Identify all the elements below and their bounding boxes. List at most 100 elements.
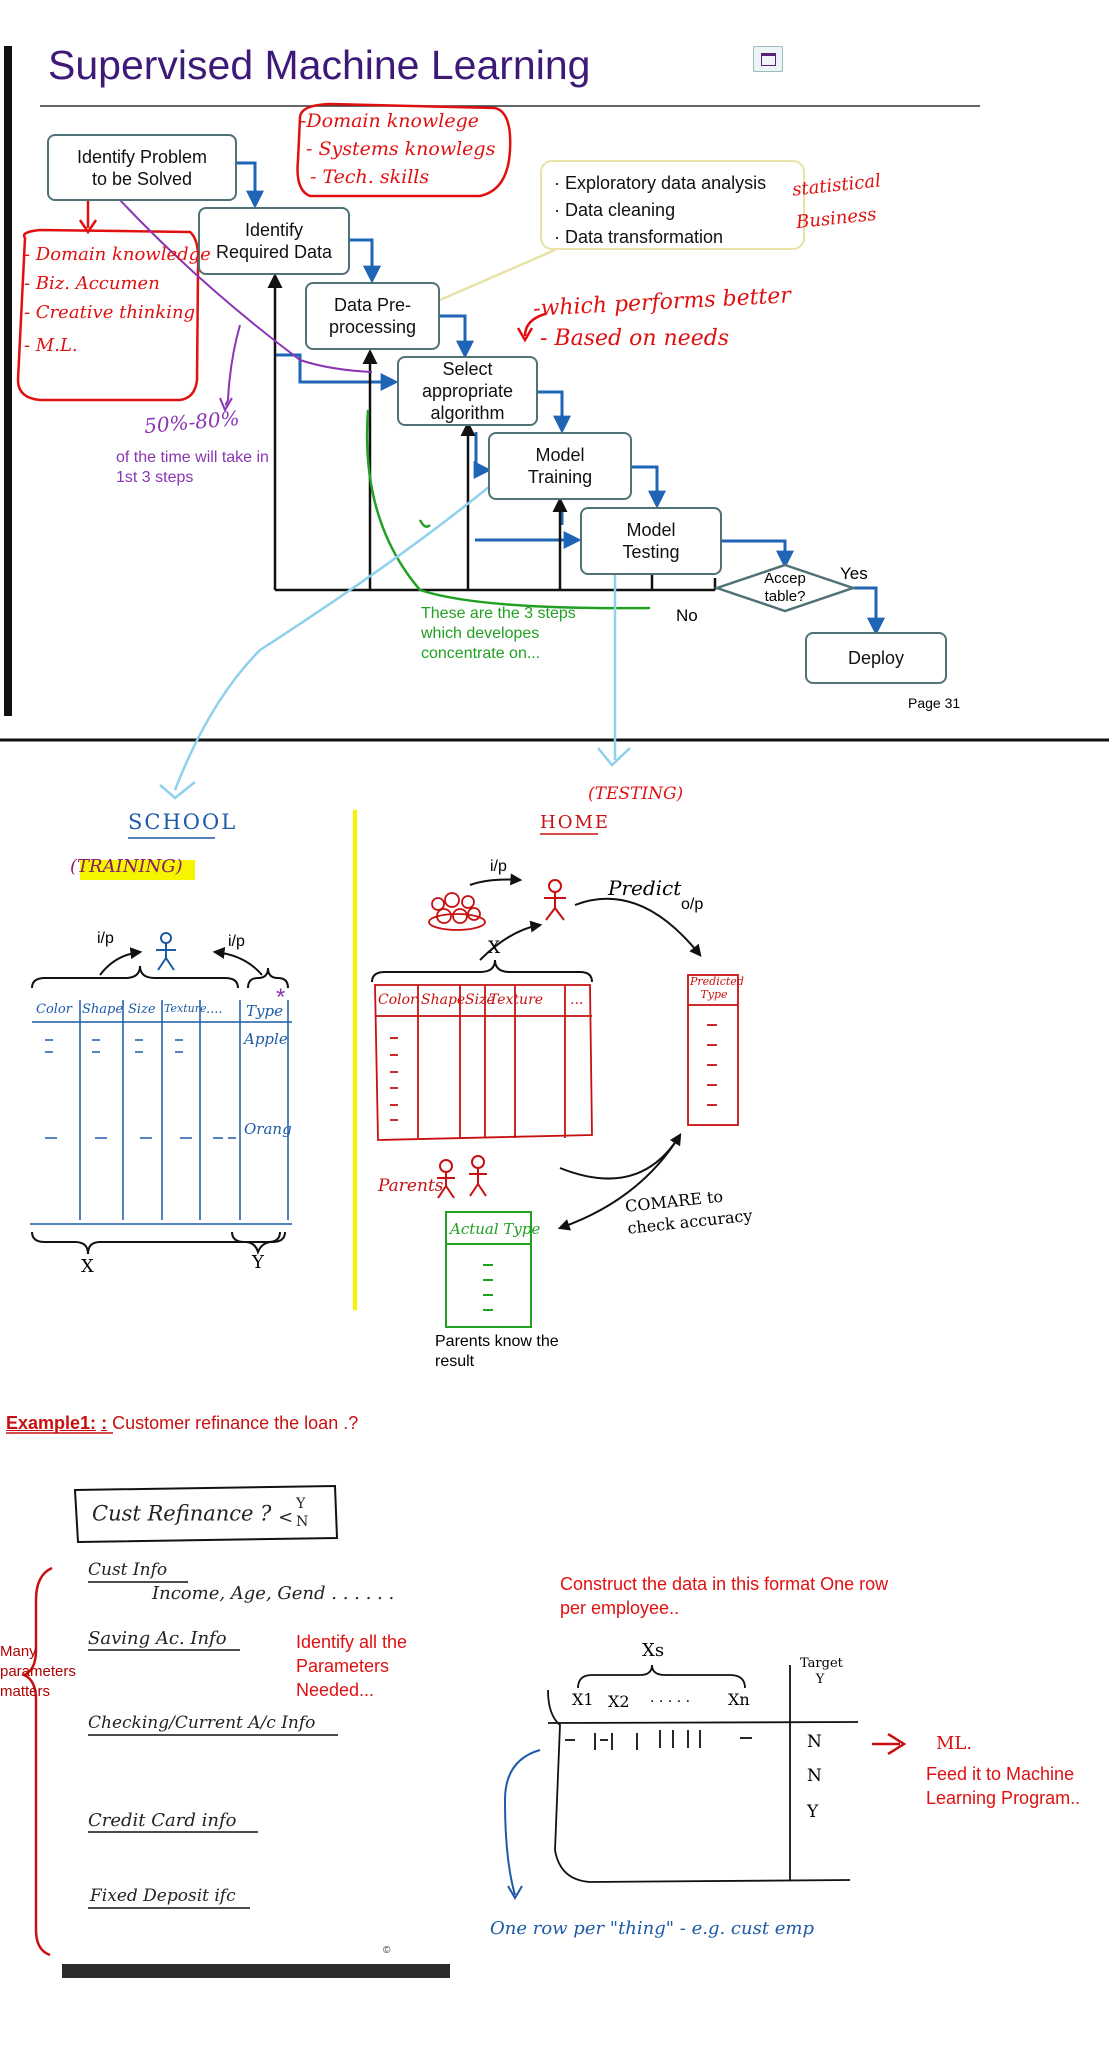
school-x-label: X (81, 1256, 94, 1277)
target-label: Target Y (800, 1656, 843, 1687)
algorithm-note-2: - Based on needs (540, 326, 730, 351)
callout-bullet: · Data transformation (554, 227, 724, 247)
construct-note: Construct the data in this format One ro… (560, 1574, 889, 1618)
school-title: SCHOOL (128, 810, 238, 834)
school-table-dashes (45, 1039, 236, 1139)
school-y-label: Y (252, 1252, 264, 1273)
purple-annotations (119, 199, 373, 413)
callout-connector (439, 248, 556, 302)
training-highlight (80, 860, 195, 880)
step-model-training[interactable]: Model Training (488, 432, 632, 500)
home-ip: i/p (490, 858, 507, 875)
callout-bullet: · Data cleaning (554, 200, 676, 220)
param-credit: Credit Card info (88, 1810, 237, 1831)
testing-tag: (TESTING) (588, 784, 684, 804)
school-ip-right: i/p (228, 933, 245, 950)
option-yes: Y (296, 1496, 306, 1512)
school-type-orange: Orang (244, 1120, 292, 1138)
slide-left-bar (4, 46, 12, 716)
home-col-size: Size (465, 992, 495, 1008)
param-underlines (88, 1581, 338, 1909)
example-label: Example1: (6, 1413, 97, 1433)
param-cust-details: Income, Age, Gend . . . . . . (152, 1583, 395, 1604)
parents-label: Parents (378, 1176, 444, 1196)
data-skill-1: -Domain knowlege (300, 110, 479, 132)
home-col-texture: Texture (489, 992, 544, 1008)
example-line: Example1: : Customer refinance the loan … (6, 1413, 358, 1434)
parents-note: Parents know the result (435, 1333, 559, 1370)
time-note: of the time will take in 1st 3 steps (116, 449, 269, 486)
example-question: Customer refinance the loan .? (112, 1413, 359, 1433)
data-skill-2: - Systems knowlegs (306, 138, 496, 160)
option-no: N (296, 1514, 309, 1530)
training-tag: (TRAINING) (70, 856, 183, 877)
decision-diamond (713, 563, 857, 613)
school-col-size: Size (128, 1002, 156, 1017)
ml-label: ML. (936, 1733, 973, 1754)
predicted-type-header: Predicted Type (690, 975, 744, 1001)
actual-type-table (445, 1211, 532, 1328)
school-col-color: Color (36, 1002, 72, 1017)
problem-skill-3: - Creative thinking (24, 302, 196, 323)
step-model-testing[interactable]: Model Testing (580, 507, 722, 575)
param-checking: Checking/Current A/c Info (88, 1713, 316, 1733)
home-op: o/p (681, 896, 704, 913)
param-cust-info: Cust Info (88, 1560, 168, 1580)
no-label: No (676, 606, 698, 625)
school-ip-left: i/p (97, 930, 114, 947)
slide-thumbnail-icon[interactable] (753, 46, 783, 72)
x-dots-label: . . . . . (650, 1690, 691, 1706)
x1-label: X1 (572, 1690, 594, 1709)
x2-label: X2 (608, 1692, 630, 1711)
refinance-text: Cust Refinance ? (92, 1501, 272, 1526)
home-arrows (371, 873, 702, 1231)
home-x-table (374, 984, 593, 1141)
home-predicted-table (687, 974, 739, 1126)
school-ip-arrows (31, 946, 289, 989)
refinance-options: < Y N (278, 1496, 309, 1530)
step-identify-problem[interactable]: Identify Problem to be Solved (47, 134, 237, 201)
param-saving: Saving Ac. Info (88, 1628, 227, 1649)
home-col-color: Color (378, 992, 417, 1008)
step-identify-data[interactable]: Identify Required Data (198, 207, 350, 275)
page-number: Page 31 (908, 695, 961, 711)
bottom-toolbar-strip (62, 1964, 450, 1978)
problem-skill-4: - M.L. (24, 335, 78, 356)
school-type-apple: Apple (244, 1030, 288, 1048)
home-predict: Predict (608, 876, 682, 900)
school-stick-figure (156, 932, 176, 971)
target-value-3: Y (807, 1802, 819, 1822)
example-colon: : (101, 1413, 108, 1433)
copyright-mark: © (383, 1945, 391, 1956)
steps-note: These are the 3 steps which developes co… (421, 605, 576, 662)
step-preprocessing[interactable]: Data Pre-processing (305, 282, 440, 350)
identify-note: Identify all the Parameters Needed... (296, 1632, 408, 1700)
preprocessing-callout: · Exploratory data analysis · Data clean… (540, 160, 805, 250)
yes-label: Yes (840, 564, 868, 583)
params-brace (20, 1566, 53, 1957)
home-fruit-pile (428, 892, 486, 931)
many-params-note: Many parameters matters (0, 1643, 76, 1700)
step-select-algorithm[interactable]: Select appropriate algorithm (397, 356, 538, 426)
school-col-shape: Shape (82, 1002, 124, 1017)
deploy-box[interactable]: Deploy (805, 632, 947, 684)
param-fixed: Fixed Deposit ifc (90, 1886, 236, 1906)
home-col-more: ... (570, 992, 584, 1008)
actual-type-header: Actual Type (450, 1220, 541, 1238)
target-asterisk-icon: * (276, 984, 286, 1011)
home-col-shape: Shape (421, 992, 466, 1008)
decision-label: Accep table? (764, 570, 806, 605)
xn-label: Xn (728, 1690, 750, 1709)
algorithm-arrow (523, 312, 546, 337)
ml-arrow (872, 1732, 907, 1756)
data-skills-circle (296, 102, 512, 198)
school-xy-braces (31, 1231, 286, 1256)
callout-bullet: · Exploratory data analysis (554, 173, 767, 193)
problem-skill-2: - Biz. Accumen (24, 273, 160, 294)
target-value-1: N (807, 1732, 822, 1752)
feed-note: Feed it to Machine Learning Program.. (926, 1764, 1081, 1808)
school-col-more: .... (206, 1002, 223, 1017)
refinance-question: Cust Refinance ? < Y N (92, 1496, 312, 1530)
xs-label: Xs (642, 1640, 665, 1661)
